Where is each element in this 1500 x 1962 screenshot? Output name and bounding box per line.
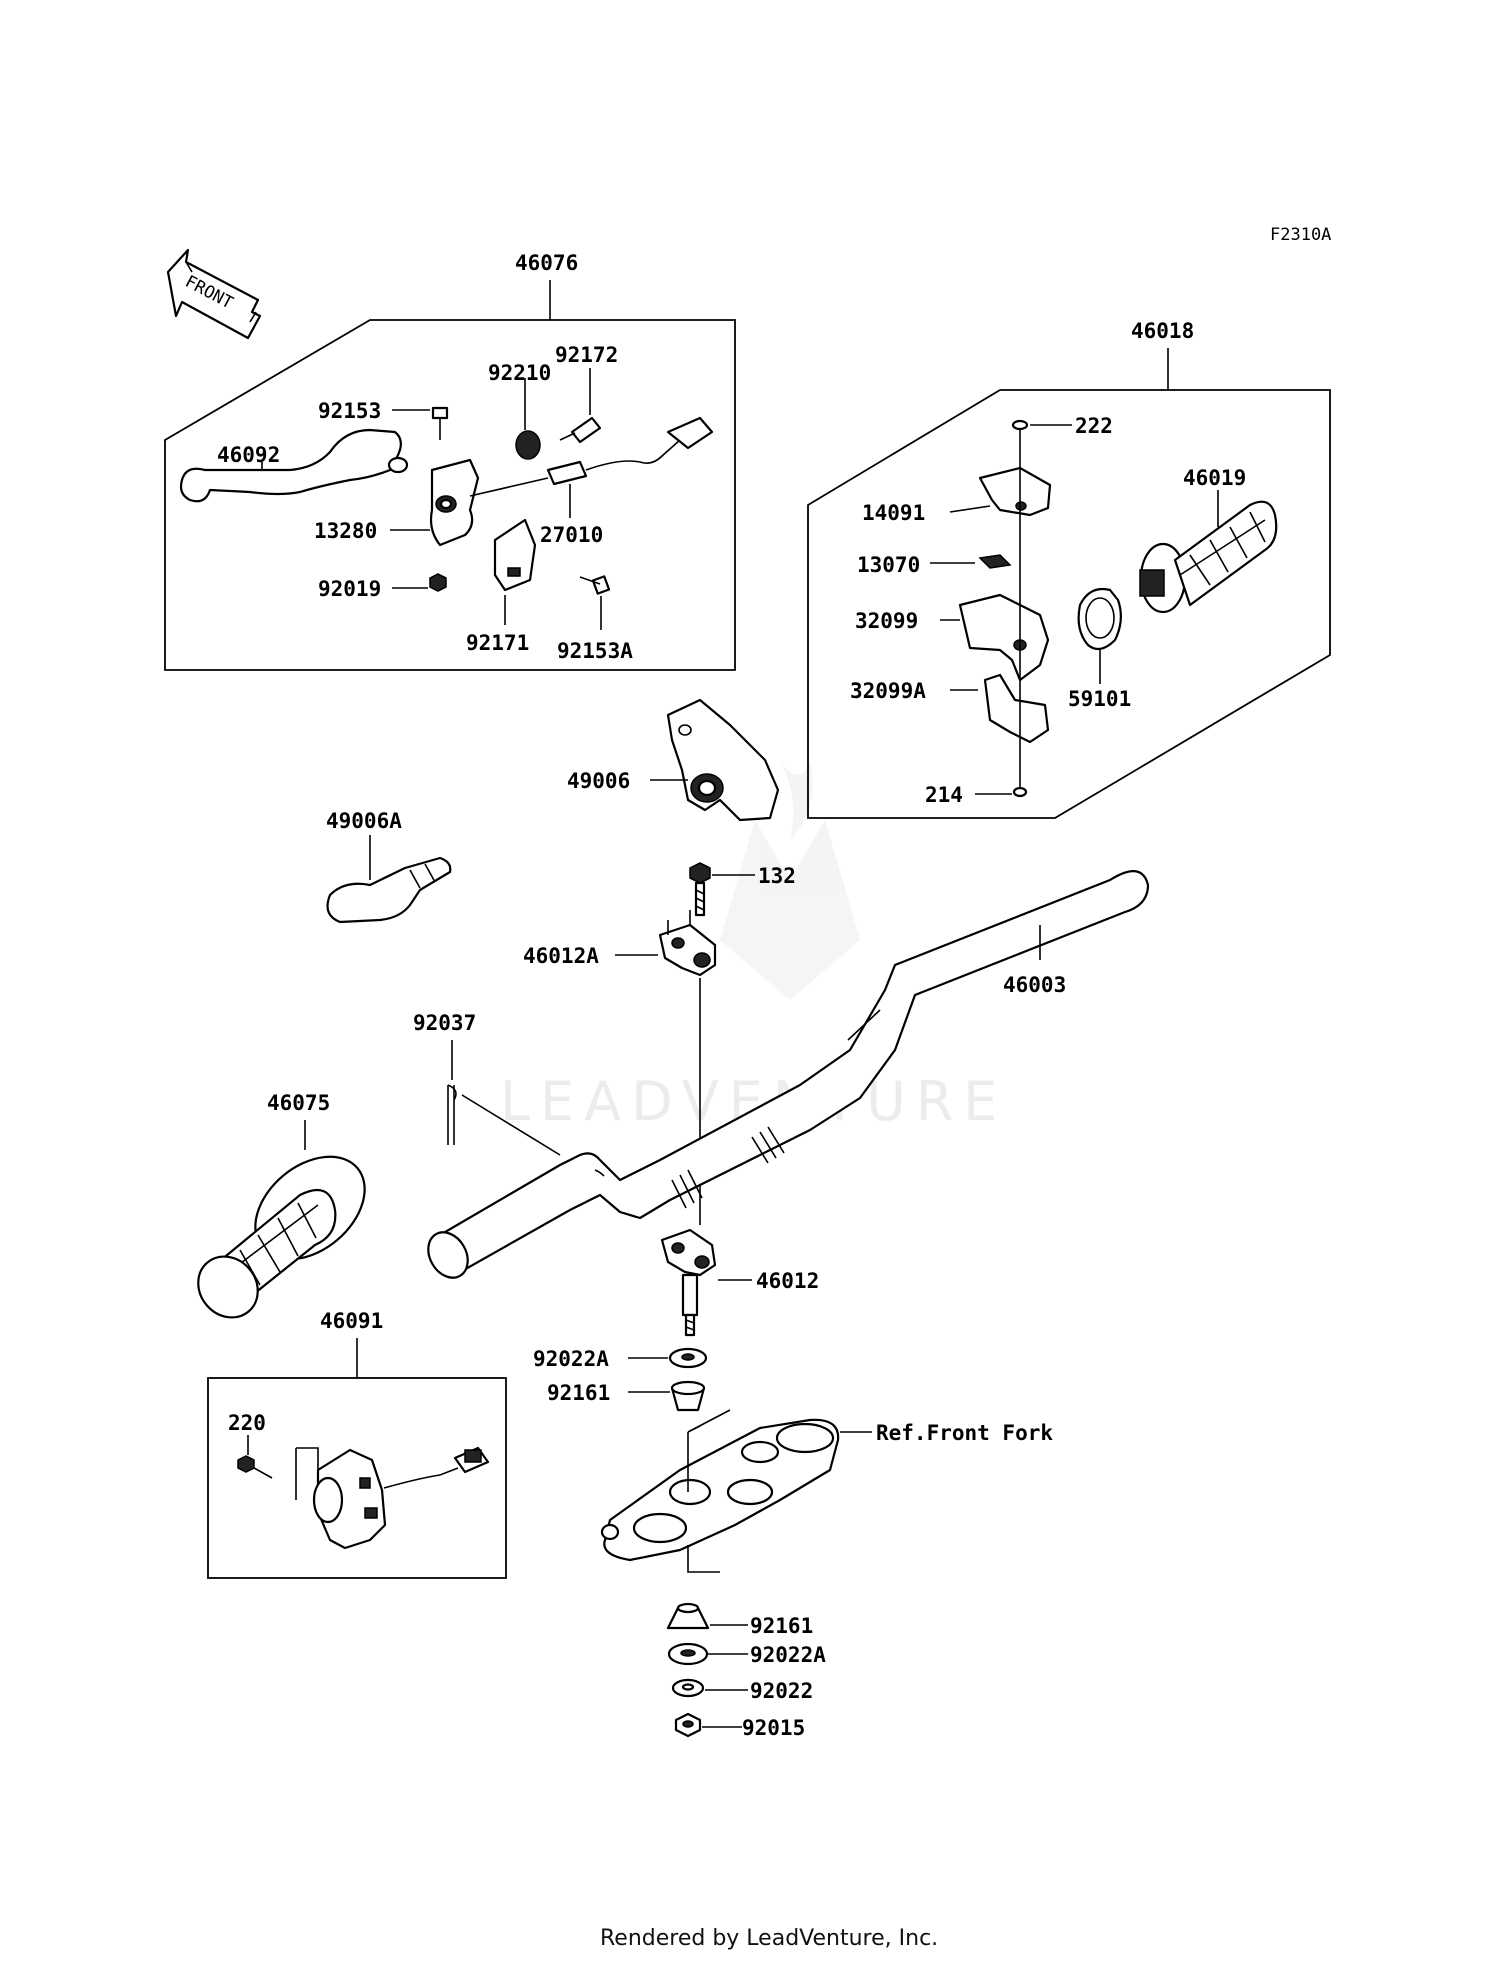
label-92022A-lower: 92022A	[750, 1643, 826, 1667]
band-92037-part	[447, 1084, 561, 1156]
damper-92161-lower-part	[666, 1602, 710, 1630]
label-46003: 46003	[1003, 973, 1066, 997]
label-46018: 46018	[1131, 319, 1194, 343]
holder-weight-part	[666, 698, 780, 822]
washer-92022A-upper-part	[668, 1347, 708, 1369]
label-222: 222	[1075, 414, 1113, 438]
label-46012A: 46012A	[523, 944, 599, 968]
label-92019: 92019	[318, 577, 381, 601]
label-46092: 46092	[217, 443, 280, 467]
label-14091: 14091	[862, 501, 925, 525]
throttle-case-upper-part	[958, 593, 1050, 682]
upper-clamp-part	[658, 910, 717, 977]
label-13280: 13280	[314, 519, 377, 543]
label-49006: 49006	[567, 769, 630, 793]
throttle-cover-part	[978, 466, 1052, 517]
upper-fork-bracket-part	[600, 1418, 840, 1562]
lower-clamp-part	[660, 1228, 717, 1337]
label-32099: 32099	[855, 609, 918, 633]
label-32099A: 32099A	[850, 679, 926, 703]
label-27010: 27010	[540, 523, 603, 547]
label-92161-lower: 92161	[750, 1614, 813, 1638]
diagram-code: F2310A	[1270, 225, 1331, 245]
clutch-switch-part	[546, 460, 588, 486]
throttle-case-lower-part	[983, 673, 1050, 744]
label-220: 220	[228, 1411, 266, 1435]
label-49006A: 49006A	[326, 809, 402, 833]
label-46075: 46075	[267, 1091, 330, 1115]
label-92037: 92037	[413, 1011, 476, 1035]
clutch-lever-assembly-group: 46076 92153 92210 921	[164, 251, 736, 671]
ref-front-fork-label: Ref.Front Fork	[876, 1421, 1053, 1445]
bolt-132-part	[689, 862, 711, 917]
label-132: 132	[758, 864, 796, 888]
handlebar-switch-assembly-group: 46091 220	[207, 1309, 507, 1579]
label-92022: 92022	[750, 1679, 813, 1703]
footer-credit: Rendered by LeadVenture, Inc.	[600, 1926, 938, 1951]
clutch-lever-part	[179, 428, 402, 503]
washer-92022-part	[671, 1678, 705, 1698]
label-46091: 46091	[320, 1309, 383, 1333]
label-59101: 59101	[1068, 687, 1131, 711]
label-46012: 46012	[756, 1269, 819, 1293]
label-92153: 92153	[318, 399, 381, 423]
label-13070: 13070	[857, 553, 920, 577]
label-92022A-upper: 92022A	[533, 1347, 609, 1371]
adjuster-wheel-part	[515, 430, 541, 460]
watermark-logo-icon	[720, 760, 860, 1000]
washer-92022A-lower-part	[667, 1642, 709, 1666]
bar-end-weight-part	[326, 856, 452, 924]
label-92161-upper: 92161	[547, 1381, 610, 1405]
label-92171: 92171	[466, 631, 529, 655]
handlebar-part	[427, 870, 1150, 1279]
label-92172: 92172	[555, 343, 618, 367]
damper-92161-upper-part	[670, 1380, 706, 1412]
label-92015: 92015	[742, 1716, 805, 1740]
front-arrow-icon: FRONT	[166, 248, 262, 340]
holder-clamp-part	[493, 518, 537, 592]
nut-92015-part	[674, 1712, 702, 1738]
right-grip-part	[1139, 500, 1278, 614]
throttle-assembly-group: 46018 222 14091 13070 32099 32099A 214	[807, 319, 1331, 819]
switch-housing-part	[316, 1448, 387, 1550]
left-grip-part	[197, 1155, 366, 1319]
label-92153A: 92153A	[557, 639, 633, 663]
label-92210: 92210	[488, 361, 551, 385]
label-214: 214	[925, 783, 963, 807]
label-46076: 46076	[515, 251, 578, 275]
label-46019: 46019	[1183, 466, 1246, 490]
